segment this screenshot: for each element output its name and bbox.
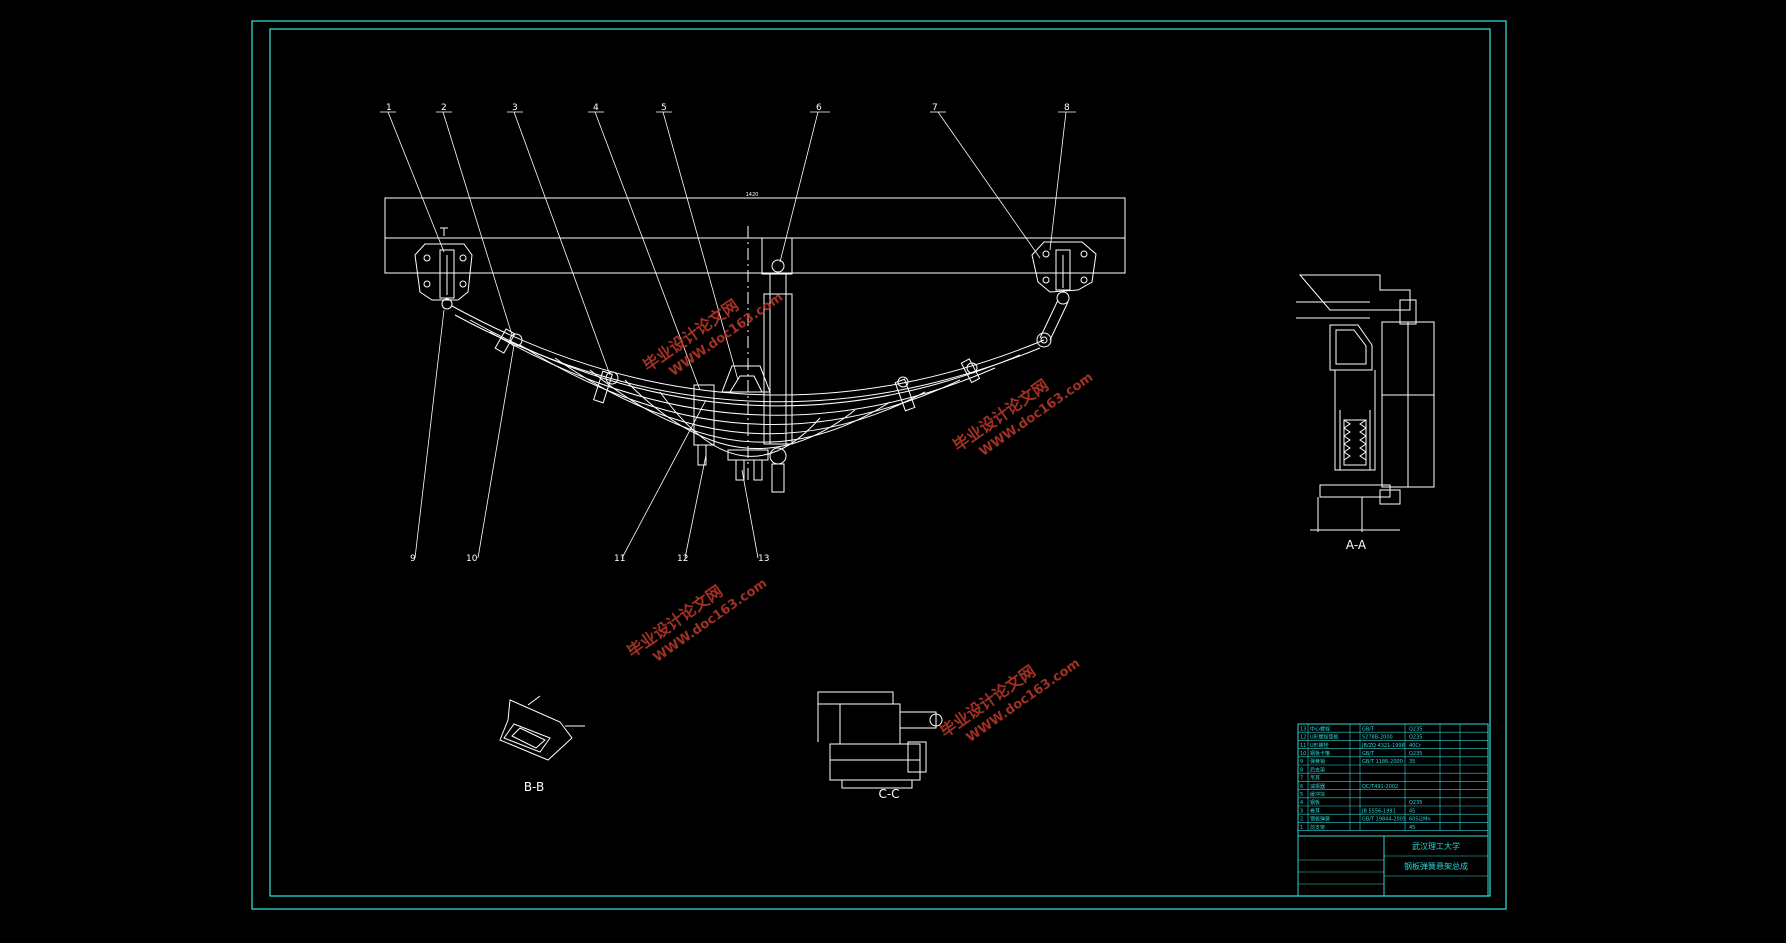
table-cell: 60Si2Mn xyxy=(1409,817,1431,823)
balloon-9: 9 xyxy=(410,554,416,564)
table-cell: 11 xyxy=(1300,743,1306,749)
table-cell: GB/T 19844-2005 xyxy=(1362,817,1406,823)
table-cell: JB 5556-1991 xyxy=(1361,808,1396,814)
main-view: 1420 xyxy=(380,103,1126,564)
table-cell: GB/T 1186-2000 xyxy=(1362,759,1403,765)
balloon-5: 5 xyxy=(661,103,667,113)
table-cell: 40Cr xyxy=(1409,743,1422,749)
table-cell: GB/T xyxy=(1362,751,1375,757)
section-a-label: A-A xyxy=(1346,538,1367,552)
table-cell: 9 xyxy=(1300,759,1303,765)
balloon-11: 11 xyxy=(614,554,625,564)
table-cell: 35 xyxy=(1409,759,1415,765)
table-cell: 钢板弹簧 xyxy=(1310,816,1330,823)
table-cell: 2 xyxy=(1300,817,1303,823)
table-cell: 吊耳 xyxy=(1310,776,1320,782)
table-cell: 中心螺栓 xyxy=(1310,725,1330,732)
table-cell: 10 xyxy=(1300,751,1306,757)
table-cell: 减振器 xyxy=(1310,783,1325,790)
balloon-labels: 1 2 3 4 5 6 7 8 9 10 11 12 13 xyxy=(386,103,1070,564)
table-cell: Q235 xyxy=(1409,800,1422,806)
table-cell: 45 xyxy=(1409,825,1415,831)
section-c-c xyxy=(817,691,943,789)
table-cell: U形螺栓垫板 xyxy=(1310,734,1339,741)
balloon-4: 4 xyxy=(593,103,599,113)
table-cell: 7 xyxy=(1300,776,1303,782)
balloon-8: 8 xyxy=(1064,103,1070,113)
rear-bracket xyxy=(1031,241,1097,348)
balloon-3: 3 xyxy=(512,103,518,113)
title-drawing-name: 钢板弹簧悬架总成 xyxy=(1404,861,1468,871)
table-cell: JB/ZQ 4321-1998 xyxy=(1361,743,1405,749)
table-cell: 45 xyxy=(1409,808,1415,814)
section-c-label: C-C xyxy=(878,787,899,801)
table-cell: QC/T491-2002 xyxy=(1362,784,1398,790)
table-cell: U形螺栓 xyxy=(1310,742,1329,749)
table-cell: 弹簧销 xyxy=(1310,758,1325,765)
table-cell: 3 xyxy=(1300,808,1303,814)
balloon-10: 10 xyxy=(466,554,478,564)
table-cell: 6 xyxy=(1300,784,1303,790)
balloon-12: 12 xyxy=(677,554,688,564)
table-cell: 卷耳 xyxy=(1310,807,1320,814)
balloon-1: 1 xyxy=(386,103,392,113)
table-cell: 钢板 xyxy=(1310,799,1320,806)
section-b-label: B-B xyxy=(524,780,544,794)
watermark-4: 毕业设计论文网 WWW.doc163.com xyxy=(936,656,1083,746)
shock-absorber xyxy=(761,237,793,493)
table-cell: 5278B-2000 xyxy=(1362,735,1393,741)
watermark-2: 毕业设计论文网 WWW.doc163.com xyxy=(949,370,1096,460)
table-cell: 5 xyxy=(1300,792,1303,798)
table-cell: 8 xyxy=(1300,767,1303,773)
table-cell: 4 xyxy=(1300,800,1303,806)
outer-border xyxy=(251,20,1507,910)
table-cell: 前支架 xyxy=(1310,824,1325,831)
dimension-label: 1420 xyxy=(746,192,759,198)
table-cell: Q235 xyxy=(1409,726,1422,732)
balloon-6: 6 xyxy=(816,103,822,113)
balloon-13: 13 xyxy=(758,554,769,564)
table-cell: 缓冲块 xyxy=(1310,791,1325,798)
frame-beam xyxy=(384,197,1126,274)
leaf-spring xyxy=(451,226,1045,481)
balloon-7: 7 xyxy=(932,103,938,113)
balloon-2: 2 xyxy=(441,103,447,113)
section-a-a xyxy=(1296,274,1435,532)
inner-border xyxy=(269,28,1491,897)
table-cell: 12 xyxy=(1300,735,1306,741)
table-cell: 13 xyxy=(1300,726,1306,732)
table-cell: Q235 xyxy=(1409,735,1422,741)
table-cell: GB/T xyxy=(1362,726,1375,732)
front-bracket xyxy=(414,227,473,310)
leader-lines xyxy=(380,111,1076,559)
table-cell: 1 xyxy=(1300,825,1303,831)
table-cell: 钢板卡箍 xyxy=(1310,750,1330,757)
table-cell: 后支架 xyxy=(1310,766,1325,773)
section-b-b xyxy=(499,695,585,761)
watermark-3: 毕业设计论文网 WWW.doc163.com xyxy=(623,576,770,666)
title-university: 武汉理工大学 xyxy=(1412,841,1460,851)
table-cell: Q235 xyxy=(1409,751,1422,757)
